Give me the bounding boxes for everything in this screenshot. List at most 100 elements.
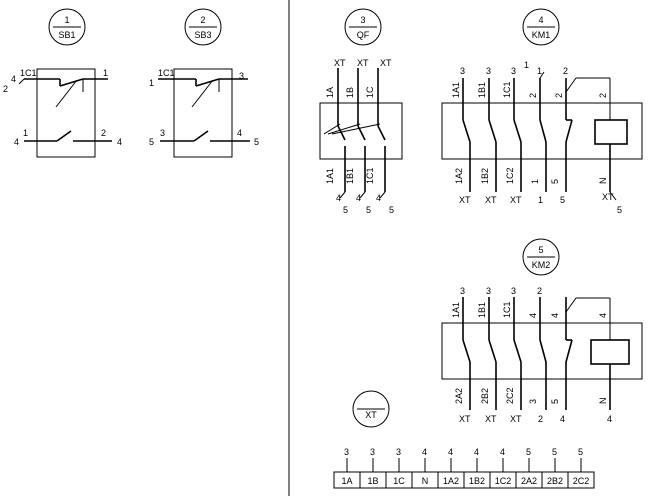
terminal-leads <box>346 458 582 472</box>
km2-top-num-2: 3 <box>486 286 491 296</box>
qf-top-ext-1: XT <box>334 58 346 68</box>
terminal-top-10: 5 <box>578 447 583 457</box>
terminal-cell-8: 2A2 <box>521 476 537 486</box>
sb1-left-top-b: 2 <box>3 84 8 94</box>
terminal-cell-6: 1B2 <box>469 476 485 486</box>
pushbutton-sb1: 1C1 4 2 1 1 4 2 4 <box>3 68 122 158</box>
km1-top-tag-3: 1C1 <box>502 81 512 98</box>
km1-coil-bot-ext: XT <box>602 192 614 202</box>
terminal-top-2: 3 <box>370 447 375 457</box>
km2-top-tag-3: 1C1 <box>502 301 512 318</box>
terminal-top-5: 4 <box>448 447 453 457</box>
km2-top-num-3: 3 <box>511 286 516 296</box>
sb1-right-bot: 4 <box>117 137 122 147</box>
sb3-left-bot: 5 <box>149 137 154 147</box>
terminal-cell-7: 1C2 <box>495 476 512 486</box>
km2-coil-top-tag: 4 <box>598 313 608 318</box>
badge-sb1-code: SB1 <box>58 30 75 40</box>
km2-bot-tag-4: 3 <box>528 399 538 404</box>
km1-pole-2 <box>488 78 497 192</box>
km1-bot-ext-2: XT <box>485 195 497 205</box>
km1-top-num-3: 3 <box>511 66 516 76</box>
terminal-top-4: 4 <box>422 447 427 457</box>
km1-top-tag-2: 1B1 <box>477 82 487 98</box>
sb1-left-bot: 4 <box>14 137 19 147</box>
km1-bot-tag-3: 1C2 <box>505 167 515 184</box>
qf-bot-a-1: 4 <box>336 193 341 203</box>
badge-sb1-num: 1 <box>64 15 69 25</box>
badge-qf-code: QF <box>357 30 370 40</box>
km1-bot-ext-4: 1 <box>538 195 543 205</box>
terminal-top-1: 3 <box>344 447 349 457</box>
km1-bot-ext-5: 5 <box>560 195 565 205</box>
km2-pole-3 <box>513 297 522 410</box>
km2-top-tag-4: 4 <box>528 313 538 318</box>
sb3-right-top: 3 <box>239 71 244 81</box>
qf-top-ext-3: XT <box>380 58 392 68</box>
km2-pole-2 <box>488 297 497 410</box>
qf-bot-a-3: 4 <box>376 193 381 203</box>
terminal-strip-xt: 3 3 3 4 4 4 4 5 5 5 1A 1B 1C N 1A2 1B2 1… <box>333 447 595 489</box>
qf-bot-tag-1: 1A1 <box>325 168 335 184</box>
km2-bot-ext-3: XT <box>510 414 522 424</box>
km1-coil-top-tag: 2 <box>598 93 608 98</box>
contactor-km2: 3 3 3 2 1A1 1B1 1C1 4 4 4 2A2 2B2 2C2 3 … <box>441 286 643 424</box>
sb1-right-top: 1 <box>103 68 108 78</box>
km1-coil-bot-tag: N <box>598 178 608 185</box>
km1-extra-top: 1 <box>524 60 529 70</box>
badge-km2: 5 KM2 <box>522 238 560 276</box>
qf-pole-3 <box>377 68 386 192</box>
badge-qf: 3 QF <box>344 8 382 46</box>
qf-bot-b-1: 5 <box>343 205 348 215</box>
km1-bot-ext-1: XT <box>459 195 471 205</box>
km1-pole-5 <box>565 78 573 192</box>
km1-top-num-5: 2 <box>563 66 568 76</box>
qf-bot-tag-2: 1B1 <box>345 168 355 184</box>
km2-bot-ext-5: 4 <box>560 414 565 424</box>
sb3-no-tag: 3 <box>160 128 165 138</box>
km2-bot-ext-1: XT <box>459 414 471 424</box>
km1-pole-4 <box>539 78 547 192</box>
km1-coil-bot-sub: 5 <box>617 205 622 215</box>
km2-bot-tag-1: 2A2 <box>454 388 464 404</box>
km2-bot-tag-3: 2C2 <box>505 387 515 404</box>
qf-bot-tag-3: 1C1 <box>365 167 375 184</box>
km2-coil-bot-tag: N <box>598 398 608 405</box>
km2-pole-5 <box>565 297 573 410</box>
km1-top-tag-1: 1A1 <box>451 82 461 98</box>
badge-km2-num: 5 <box>538 245 543 255</box>
km2-coil-bot-ext: 4 <box>607 414 612 424</box>
km2-top-tag-1: 1A1 <box>451 302 461 318</box>
terminal-cell-2: 1B <box>367 476 378 486</box>
sb3-right-bot: 5 <box>254 137 259 147</box>
km2-top-tag-5: 4 <box>550 313 560 318</box>
terminal-cell-10: 2C2 <box>573 476 590 486</box>
badge-km1: 4 KM1 <box>522 8 560 46</box>
terminal-top-6: 4 <box>474 447 479 457</box>
km2-pole-4 <box>539 297 547 410</box>
terminal-top-7: 4 <box>500 447 505 457</box>
km1-top-num-1: 3 <box>460 66 465 76</box>
badge-xt: XT <box>352 390 390 428</box>
qf-pole-1 <box>337 68 346 192</box>
sb1-nc-tag: 1C1 <box>20 68 37 78</box>
km1-bot-tag-2: 1B2 <box>480 168 490 184</box>
sb3-nc-tag: 1C1 <box>158 68 175 78</box>
qf-bot-b-2: 5 <box>366 205 371 215</box>
terminal-cell-4: N <box>422 476 429 486</box>
km2-top-tag-2: 1B1 <box>477 302 487 318</box>
qf-top-tag-1: 1A <box>325 87 335 98</box>
terminal-cell-5: 1A2 <box>443 476 459 486</box>
km1-coil <box>594 119 628 145</box>
km1-pole-3 <box>513 78 522 192</box>
qf-top-ext-2: XT <box>357 58 369 68</box>
km1-top-num-2: 3 <box>486 66 491 76</box>
km2-top-num-1: 3 <box>460 286 465 296</box>
badge-qf-num: 3 <box>360 15 365 25</box>
km1-bot-ext-3: XT <box>510 195 522 205</box>
terminal-top-3: 3 <box>396 447 401 457</box>
badge-sb3-num: 2 <box>200 15 205 25</box>
badge-xt-code: XT <box>365 410 377 420</box>
